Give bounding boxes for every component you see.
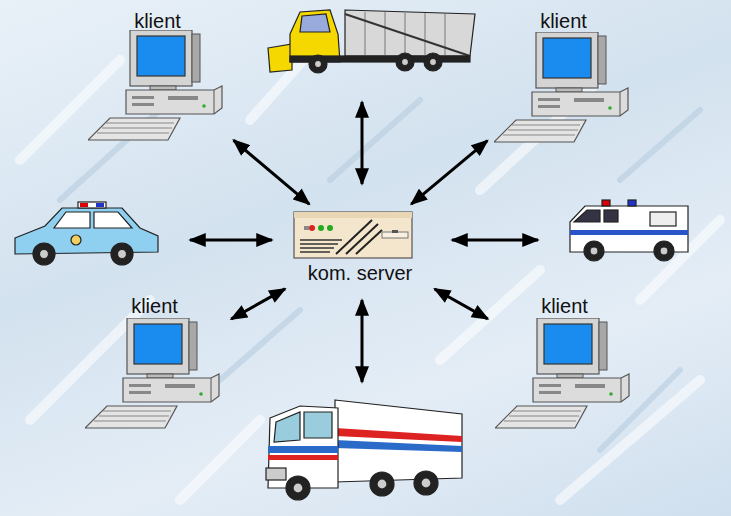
client-label: klient bbox=[83, 295, 226, 317]
computer-icon bbox=[88, 30, 222, 140]
client-node: klient bbox=[83, 293, 226, 431]
computer-icon bbox=[494, 32, 628, 142]
server-icon bbox=[292, 210, 416, 260]
server-label: kom. server bbox=[286, 262, 434, 284]
client-node: klient bbox=[86, 8, 229, 144]
connector-arrow bbox=[234, 140, 310, 204]
client-label: klient bbox=[492, 10, 635, 32]
connector-arrow bbox=[231, 289, 285, 319]
connector-arrow bbox=[435, 289, 488, 319]
vehicle-arrows bbox=[190, 102, 538, 382]
ambulance bbox=[570, 200, 688, 261]
connector-arrow bbox=[411, 141, 487, 205]
server-node: kom. server bbox=[286, 208, 434, 286]
computer-icon bbox=[85, 318, 219, 428]
semi-truck bbox=[266, 400, 462, 500]
dump-truck bbox=[268, 10, 475, 73]
client-label: klient bbox=[493, 295, 636, 317]
client-node: klient bbox=[492, 8, 635, 146]
client-node: klient bbox=[493, 293, 636, 431]
police-car bbox=[15, 202, 158, 265]
client-label: klient bbox=[86, 10, 229, 32]
computer-icon bbox=[495, 318, 629, 428]
